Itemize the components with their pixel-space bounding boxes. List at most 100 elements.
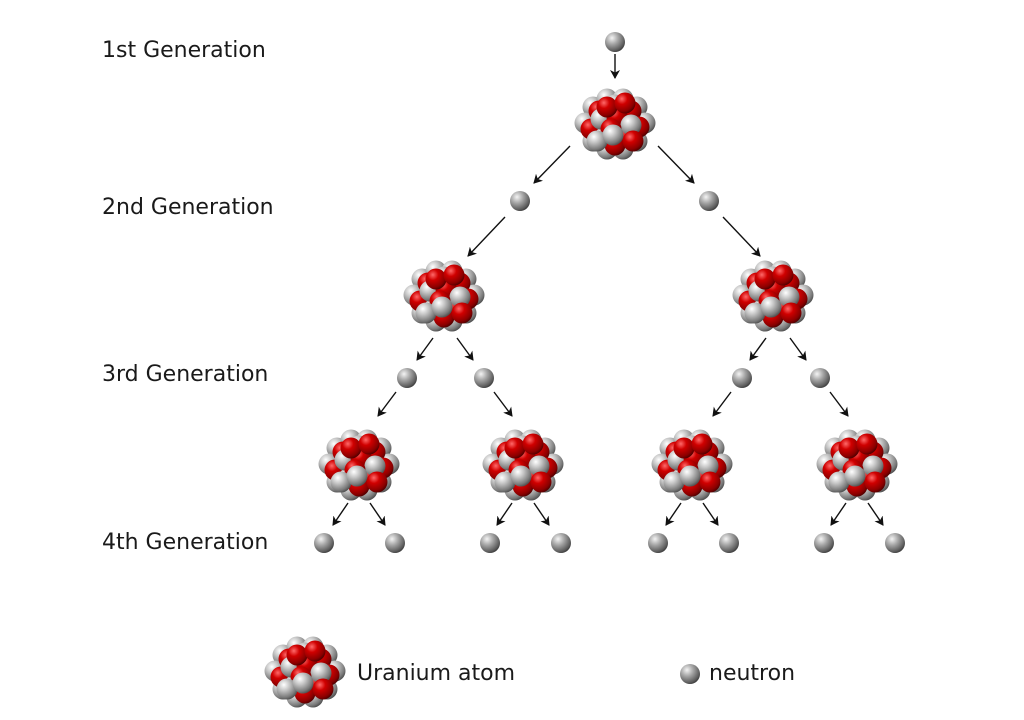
proton-ball [856,433,878,455]
arrow [789,337,807,361]
neutron-ball [449,286,471,308]
neutron-ball [697,455,719,477]
neutron-icon [551,533,571,553]
neutron-ball [760,296,782,318]
uranium-atom-icon [318,429,400,501]
arrow [665,502,682,526]
neutron-ball [679,465,701,487]
proton-ball [622,130,644,152]
proton-ball [754,268,776,290]
neutron-icon [814,533,834,553]
neutron-icon [719,533,739,553]
neutron-ball [586,130,608,152]
proton-ball [864,471,886,493]
proton-ball [522,433,544,455]
neutron-icon [510,191,530,211]
arrow [369,502,386,526]
neutron-ball [528,455,550,477]
neutron-ball [744,302,766,324]
neutron-ball [276,678,298,700]
neutron-ball [346,465,368,487]
proton-ball [614,92,636,114]
proton-ball [366,471,388,493]
neutron-ball [494,471,516,493]
legend-neutron-label: neutron [709,661,795,686]
proton-ball [443,264,465,286]
neutron-icon [885,533,905,553]
legend-uranium-atom-icon [264,636,346,708]
arrow [749,337,767,361]
neutron-icon [474,368,494,388]
proton-ball [504,437,526,459]
arrow [722,216,761,257]
neutron-icon [480,533,500,553]
neutron-icon [648,533,668,553]
neutron-icon [732,368,752,388]
neutrons [314,32,905,684]
neutron-ball [663,471,685,493]
uranium-atom-icon [482,429,564,501]
arrow [712,391,732,417]
proton-ball [425,268,447,290]
neutron-icon [314,533,334,553]
uranium-atom-icon [732,260,814,332]
proton-ball [691,433,713,455]
arrow [493,391,513,417]
neutron-icon [699,191,719,211]
arrow [456,337,474,361]
neutron-icon [810,368,830,388]
arrow [533,502,550,526]
neutron-icon [385,533,405,553]
proton-ball [596,96,618,118]
proton-ball [312,678,334,700]
legend-uranium-label: Uranium atom [357,661,515,686]
arrow [332,502,349,526]
proton-ball [530,471,552,493]
arrow [467,216,506,257]
neutron-ball [828,471,850,493]
arrow [416,337,434,361]
neutron-icon [605,32,625,52]
generation-label-3: 3rd Generation [102,362,268,387]
uranium-atom-icon [403,260,485,332]
arrow [702,502,719,526]
proton-ball [838,437,860,459]
proton-ball [304,640,326,662]
neutron-icon [397,368,417,388]
uranium-atom-icon [651,429,733,501]
neutron-ball [620,114,642,136]
proton-ball [780,302,802,324]
proton-ball [340,437,362,459]
arrow [377,391,397,417]
legend: Uranium atom neutron [264,636,795,708]
arrow [657,145,695,184]
proton-ball [772,264,794,286]
proton-ball [673,437,695,459]
proton-ball [699,471,721,493]
generation-label-1: 1st Generation [102,38,266,63]
uranium-atom-icon [574,88,656,160]
neutron-ball [862,455,884,477]
arrows [332,54,884,526]
neutron-ball [310,662,332,684]
arrow [830,502,847,526]
neutron-ball [602,124,624,146]
proton-ball [286,644,308,666]
arrow [829,391,849,417]
neutron-ball [330,471,352,493]
neutron-ball [415,302,437,324]
proton-ball [358,433,380,455]
arrow [533,145,571,184]
neutron-ball [778,286,800,308]
generation-label-2: 2nd Generation [102,195,274,220]
proton-ball [451,302,473,324]
generation-label-4: 4th Generation [102,530,268,555]
neutron-ball [364,455,386,477]
neutron-ball [292,672,314,694]
uranium-atom-icon [816,429,898,501]
neutron-ball [431,296,453,318]
arrow [867,502,884,526]
neutron-ball [844,465,866,487]
arrow [496,502,513,526]
